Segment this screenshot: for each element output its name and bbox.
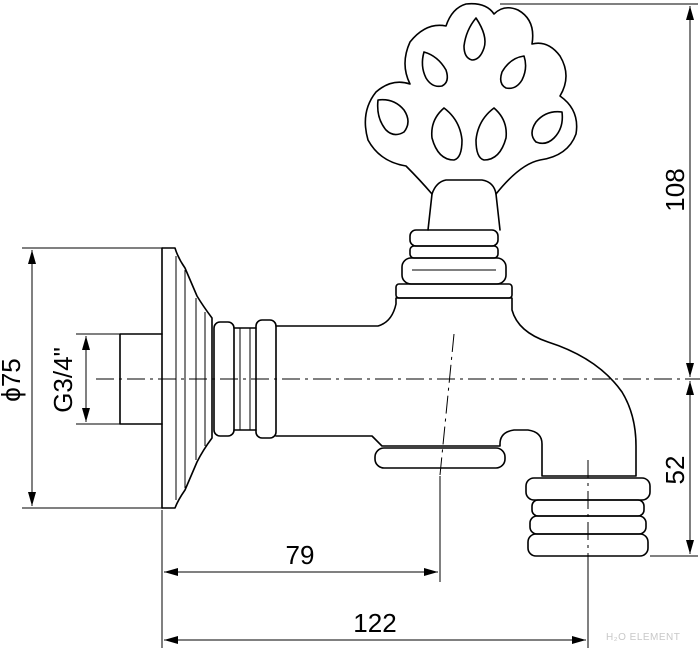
total-length-label: 122 — [353, 608, 396, 638]
handle-height-label: 108 — [660, 168, 690, 211]
tap-body — [275, 297, 637, 477]
thread-size-label: G3/4" — [48, 347, 78, 413]
decorative-handle — [364, 2, 578, 231]
dimension-lines — [28, 6, 694, 644]
wall-flange — [161, 247, 213, 509]
handle-length-label: 79 — [286, 540, 315, 570]
watermark-logo: H₂O ELEMENT — [606, 632, 680, 643]
valve-bonnet — [395, 229, 513, 299]
flange-diameter-label: ϕ75 — [0, 358, 26, 401]
center-lines — [96, 333, 700, 600]
extension-lines — [22, 3, 698, 648]
spout-height-label: 52 — [660, 456, 690, 485]
